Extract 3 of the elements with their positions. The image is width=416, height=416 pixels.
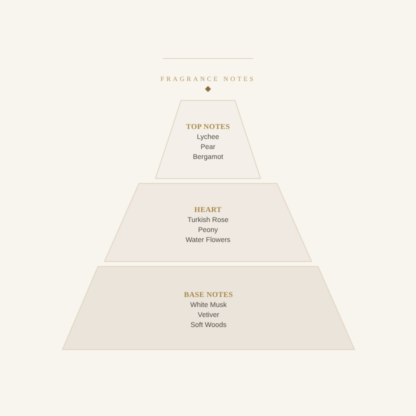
pyramid-tier xyxy=(155,100,261,179)
pyramid-tier xyxy=(104,183,312,262)
pyramid-tier xyxy=(62,266,355,350)
